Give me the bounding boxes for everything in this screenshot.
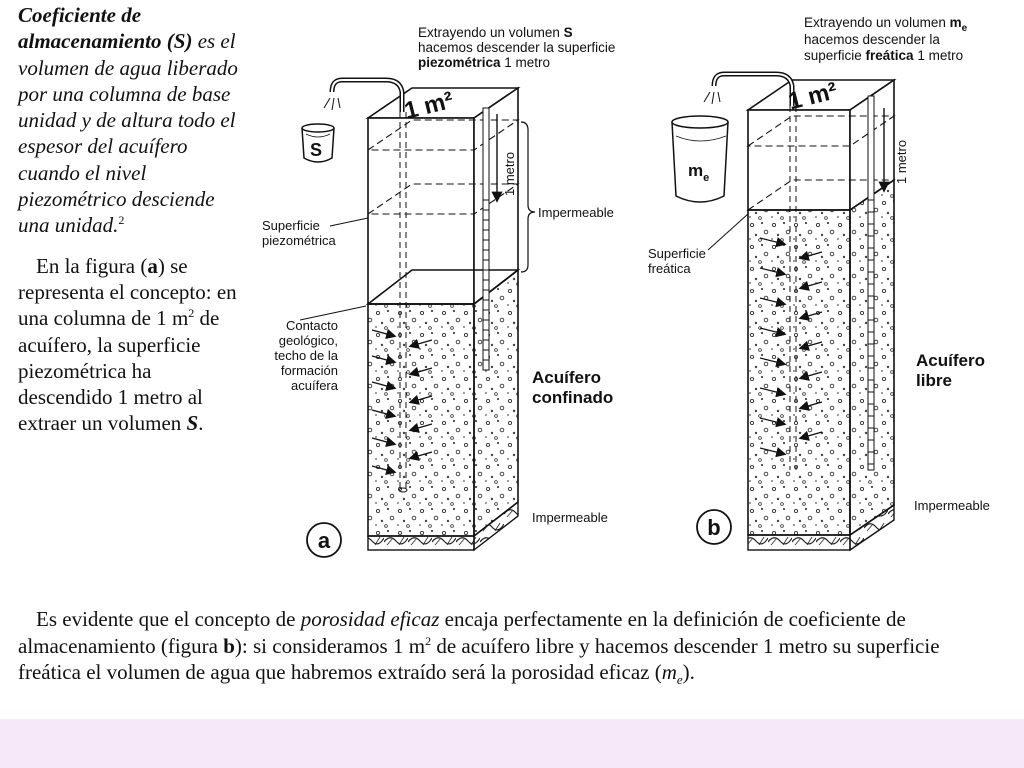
left-text-column: Coeficiente de almacenamiento (S) es el … (18, 2, 250, 437)
diagram-b: Extrayendo un volumen me hacemos descend… (648, 15, 990, 552)
bottom-paragraph: Es evidente que el concepto de porosidad… (18, 606, 978, 686)
diagram-a-contact-5: acuífera (291, 378, 339, 393)
diagram-b-meter-label: 1 metro (894, 140, 909, 184)
diagram-a-bucket: S (301, 123, 335, 163)
bt-italic-porosity: porosidad eficaz (300, 607, 440, 631)
bt-text-2: encaja perfectamente en la definición de… (18, 607, 906, 658)
diagram-a-column (365, 86, 521, 552)
bt-text-5: ). (682, 660, 695, 684)
diagram-b-surface-label-1: Superficie (648, 246, 706, 261)
bt-text-3: ): si consideramos 1 m (234, 633, 426, 658)
diagram-b-surface-label-2: freática (648, 261, 691, 276)
definition-paragraph: Coeficiente de almacenamiento (S) es el … (18, 2, 250, 239)
diagram-a-aquifer-1: Acuífero (532, 368, 601, 387)
fa-text-4: . (198, 411, 204, 436)
diagram-a-water-spray (323, 97, 341, 111)
diagram-a-panel-circle (306, 522, 342, 558)
diagram-a-impermeable-top: Impermeable (538, 205, 614, 220)
diagram-a-brace (520, 121, 536, 273)
diagram-a-panel-label: a (318, 528, 331, 553)
diagram-a-surface-label-1: Superficie (262, 218, 320, 233)
diagram-a-contact-4: formación (281, 363, 338, 378)
diagram-b-bucket-label: me (688, 161, 709, 184)
diagram-a-aquifer-2: confinado (532, 388, 613, 407)
fa-text-1: En la figura ( (36, 253, 148, 278)
diagram-b-bucket: me (671, 115, 729, 203)
diagram-a-contact-2: geológico, (279, 333, 338, 348)
diagram-b-panel-circle (696, 509, 732, 545)
diagram-a-surface-leader (329, 217, 369, 227)
diagram-b-impermeable-bottom: Impermeable (914, 498, 990, 513)
footnote-marker: 2 (118, 213, 125, 228)
fa-figure-letter: a (147, 253, 158, 278)
diagram-a-contact-3: techo de la (274, 348, 338, 363)
diagram-a-contact-leader (299, 305, 367, 321)
bt-text-1: Es evidente que el concepto de (36, 607, 301, 631)
diagram-a-caption-line3: piezométrica 1 metro (418, 55, 550, 70)
diagram-a-impermeable-bottom: Impermeable (532, 510, 608, 525)
definition-body: es el volumen de agua liberado por una c… (18, 29, 238, 238)
footer-band (0, 719, 1024, 768)
definition-symbol-open: ( (166, 29, 174, 54)
bt-sup: 2 (425, 633, 432, 648)
diagram-b-caption-line1: Extrayendo un volumen me (804, 15, 968, 34)
diagram-a-surface-label-2: piezométrica (262, 233, 336, 248)
diagram-b-caption-line3: superficie freática 1 metro (804, 48, 963, 63)
definition-symbol: S (173, 29, 186, 54)
diagram-b-panel-label: b (707, 515, 720, 540)
bt-sub-e: e (676, 672, 683, 688)
diagram-b-aquifer-1: Acuífero (916, 351, 985, 370)
diagram-b-column (745, 78, 897, 552)
aquifer-figure: Extrayendo un volumen S hacemos descende… (262, 15, 990, 558)
diagram-a-meter-label: 1 metro (502, 152, 517, 196)
diagram-b-water-spray (703, 91, 721, 105)
fa-text-2: ) se representa el concepto: en una colu… (18, 253, 237, 331)
diagram-a-contact-1: Contacto (286, 318, 338, 333)
figure-a-paragraph: En la figura (a) se representa el concep… (18, 253, 250, 437)
diagram-a: Extrayendo un volumen S hacemos descende… (262, 25, 615, 558)
bt-figure-letter: b (223, 633, 235, 658)
diagram-b-aquifer-2: libre (916, 371, 952, 390)
bt-text-4: de acuífero libre y hacemos descender 1 … (18, 633, 940, 685)
diagram-a-bucket-label: S (310, 140, 322, 160)
fa-symbol: S (186, 411, 199, 436)
bt-italic-m: m (661, 660, 677, 684)
diagram-a-caption-line1: Extrayendo un volumen S (418, 25, 573, 40)
fa-sup: 2 (188, 306, 195, 321)
diagram-b-caption-line2: hacemos descender la (804, 32, 940, 47)
definition-symbol-close: ) (185, 29, 193, 54)
diagram-a-caption-line2: hacemos descender la superficie (418, 40, 615, 55)
fa-text-3: de acuífero, la superficie piezométrica … (18, 306, 220, 436)
diagram-b-surface-leader (707, 213, 749, 251)
definition-term: Coeficiente de almacenamiento (18, 3, 162, 54)
